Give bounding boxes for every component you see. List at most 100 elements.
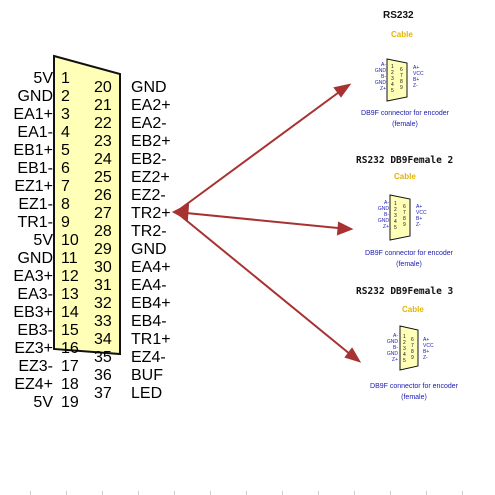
ruler-tick: [138, 491, 139, 495]
left-pin-number: 5: [61, 142, 70, 159]
left-pin-number: 17: [61, 358, 79, 375]
left-signal-label: EZ1+: [14, 178, 53, 195]
db9-body-3: [399, 325, 419, 371]
ruler-tick: [30, 491, 31, 495]
left-signal-label: EA3-: [17, 286, 53, 303]
db9-caption-line1: DB9F connector for encoder: [365, 250, 453, 257]
right-pin-number: 23: [94, 133, 112, 150]
left-signal-label: EZ1-: [18, 196, 53, 213]
db9-pin-number: 1: [391, 64, 394, 70]
db9-pin-number: 6: [411, 337, 414, 343]
left-signal-label: EZ3+: [14, 340, 53, 357]
left-pin-number: 9: [61, 214, 70, 231]
db9-left-label: B-: [381, 74, 386, 80]
left-pin-number: 11: [61, 250, 78, 267]
db9-pin-number: 5: [394, 225, 397, 231]
db9-right-label: Z-: [413, 83, 418, 89]
left-pin-number: 16: [61, 340, 79, 357]
left-pin-number: 2: [61, 88, 70, 105]
db9-pin-number: 5: [403, 358, 406, 364]
db9-pin-number: 8: [403, 216, 406, 222]
db9-pin-number: 7: [403, 210, 406, 216]
left-pin-number: 10: [61, 232, 79, 249]
db9-left-label: Z+: [392, 357, 398, 363]
db9-left-label: B-: [393, 345, 398, 351]
db9-caption-line1: DB9F connector for encoder: [361, 110, 449, 117]
db9-left-label: A-: [381, 62, 386, 68]
db9-left-label: GND: [386, 339, 398, 345]
right-signal-label: EA2-: [131, 115, 167, 132]
right-pin-number: 22: [94, 115, 112, 132]
right-pin-number: 20: [94, 79, 112, 96]
right-signal-label: TR2-: [131, 223, 167, 240]
ruler-tick: [66, 491, 67, 495]
right-pin-number: 31: [94, 277, 112, 294]
db9-pin-number: 4: [394, 219, 397, 225]
left-signal-label: EZ3-: [18, 358, 53, 375]
right-pin-number: 24: [94, 151, 112, 168]
left-signal-label: GND: [17, 250, 53, 267]
right-signal-label: EB4+: [131, 295, 171, 312]
db9-left-label: Z+: [380, 86, 386, 92]
cable-label-1: Cable: [391, 30, 413, 39]
ruler-tick: [174, 491, 175, 495]
right-pin-number: 21: [94, 97, 112, 114]
right-pin-number: 37: [94, 385, 112, 402]
db9-title-2: RS232 DB9Female 2: [356, 155, 454, 166]
right-pin-number: 33: [94, 313, 112, 330]
db9-caption-line2: (female): [401, 394, 427, 401]
db9-left-label: Z+: [383, 224, 389, 230]
ruler-tick: [354, 491, 355, 495]
left-signal-label: EB3+: [13, 304, 53, 321]
db9-right-label: B+: [413, 77, 420, 83]
right-signal-label: GND: [131, 79, 167, 96]
left-pin-number: 13: [61, 286, 79, 303]
db9-caption-line1: DB9F connector for encoder: [370, 383, 458, 390]
db9-title-1: RS232: [383, 10, 414, 21]
right-signal-label: EA4+: [131, 259, 171, 276]
ruler-tick: [462, 491, 463, 495]
db9-pin-number: 6: [400, 67, 403, 73]
left-pin-number: 12: [61, 268, 79, 285]
right-signal-label: EB4-: [131, 313, 167, 330]
right-signal-label: EZ4-: [131, 349, 166, 366]
right-signal-label: EZ2+: [131, 169, 170, 186]
right-pin-number: 34: [94, 331, 112, 348]
left-pin-number: 7: [61, 178, 70, 195]
right-pin-number: 30: [94, 259, 112, 276]
right-pin-number: 27: [94, 205, 112, 222]
arrowhead-db9-2: [336, 221, 354, 236]
db9-right-label: B+: [423, 349, 430, 355]
left-signal-label: TR1-: [17, 214, 53, 231]
db9-pin-number: 9: [400, 85, 403, 91]
db9-pin-number: 1: [403, 334, 406, 340]
db9-caption-line2: (female): [392, 121, 418, 128]
left-pin-number: 14: [61, 304, 79, 321]
db9-pin-number: 3: [394, 213, 397, 219]
ruler-tick: [390, 491, 391, 495]
db37-connector-body: [53, 54, 121, 356]
db9-pin-number: 1: [394, 201, 397, 207]
left-pin-number: 1: [61, 70, 70, 87]
right-signal-label: EA2+: [131, 97, 171, 114]
db9-left-label: GND: [374, 68, 386, 74]
db9-pin-number: 4: [391, 82, 394, 88]
right-pin-number: 26: [94, 187, 112, 204]
db9-right-label: VCC: [413, 71, 424, 77]
db9-pin-number: 7: [411, 343, 414, 349]
left-pin-number: 3: [61, 106, 70, 123]
db9-pin-number: 2: [394, 207, 397, 213]
db9-left-label: GND: [377, 218, 389, 224]
ruler-tick: [246, 491, 247, 495]
db9-pin-number: 3: [391, 76, 394, 82]
